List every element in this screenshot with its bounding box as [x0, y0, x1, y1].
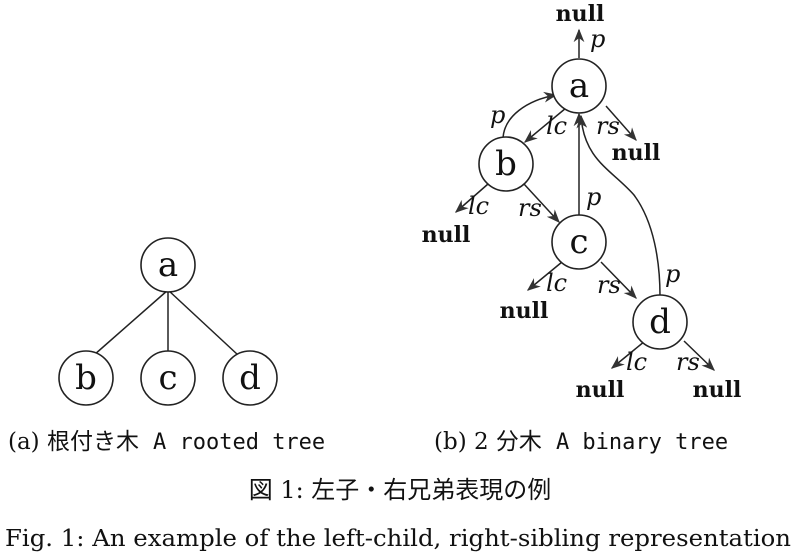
label-d-rs: rs [676, 348, 700, 376]
figure-title-en: Fig. 1: An example of the left-child, ri… [5, 526, 791, 552]
edge-d-parent [576, 114, 661, 297]
rooted-node-d-label: d [239, 358, 261, 398]
edge-a-rs [605, 105, 637, 142]
rooted-tree: a b c d [58, 237, 278, 406]
rooted-node-c: c [140, 350, 196, 406]
caption-a: (a) 根付き木 A rooted tree [8, 429, 325, 455]
rooted-node-d: d [222, 350, 278, 406]
edge-d-lc [610, 340, 646, 369]
label-d-p: p [665, 260, 680, 288]
edge-b-rs [523, 183, 560, 223]
binary-node-d: d [632, 294, 688, 350]
label-b-rs: rs [518, 194, 542, 222]
null-d-rs: null [693, 377, 742, 403]
binary-node-a: a [551, 58, 607, 114]
null-c-lc: null [500, 298, 549, 324]
caption-a-prefix: (a) 根付き木 [8, 429, 139, 455]
label-c-rs: rs [597, 271, 621, 299]
binary-node-b-label: b [495, 144, 517, 184]
label-b-p: p [490, 101, 505, 129]
binary-node-b: b [478, 136, 534, 192]
edge-d-rs [683, 340, 715, 371]
edge-a-lc [523, 107, 567, 143]
null-a-rs: null [612, 140, 661, 166]
binary-tree: null p lc p rs null lc null rs p p lc nu… [422, 1, 742, 403]
edge-b-lc [454, 183, 489, 213]
rooted-node-b: b [58, 350, 114, 406]
binary-node-a-label: a [569, 66, 589, 106]
edge-c-lc [526, 261, 563, 291]
rooted-node-b-label: b [75, 358, 97, 398]
label-a-rs: rs [596, 112, 620, 140]
label-a-lc: lc [546, 112, 567, 140]
caption-b: (b) 2 分木 A binary tree [434, 429, 728, 455]
binary-node-d-label: d [649, 302, 671, 342]
caption-b-suffix: A binary tree [556, 430, 728, 455]
svg-text:(b) 2 分木 A binary tree: (b) 2 分木 A binary tree [434, 429, 728, 455]
rooted-edge-a-d [167, 289, 239, 356]
null-d-lc: null [576, 377, 625, 403]
rooted-node-a-label: a [158, 245, 178, 285]
binary-node-c: c [551, 214, 607, 270]
binary-node-c-label: c [569, 222, 588, 262]
caption-b-prefix: (b) 2 分木 [434, 429, 542, 455]
label-d-lc: lc [626, 348, 647, 376]
svg-text:(a) 根付き木 A rooted tree: (a) 根付き木 A rooted tree [8, 429, 325, 455]
figure-title-ja: 図 1: 左子・右兄弟表現の例 [249, 476, 552, 504]
null-b-lc: null [422, 222, 471, 248]
rooted-edge-a-b [93, 289, 169, 356]
rooted-node-c-label: c [158, 358, 177, 398]
label-c-p: p [586, 183, 601, 211]
caption-a-suffix: A rooted tree [153, 430, 325, 455]
label-a-p: p [590, 25, 605, 53]
edge-c-rs [600, 261, 637, 299]
label-b-lc: lc [468, 192, 489, 220]
null-a-parent: null [556, 1, 605, 27]
edge-b-parent [502, 91, 558, 141]
rooted-node-a: a [140, 237, 196, 293]
label-c-lc: lc [546, 269, 567, 297]
